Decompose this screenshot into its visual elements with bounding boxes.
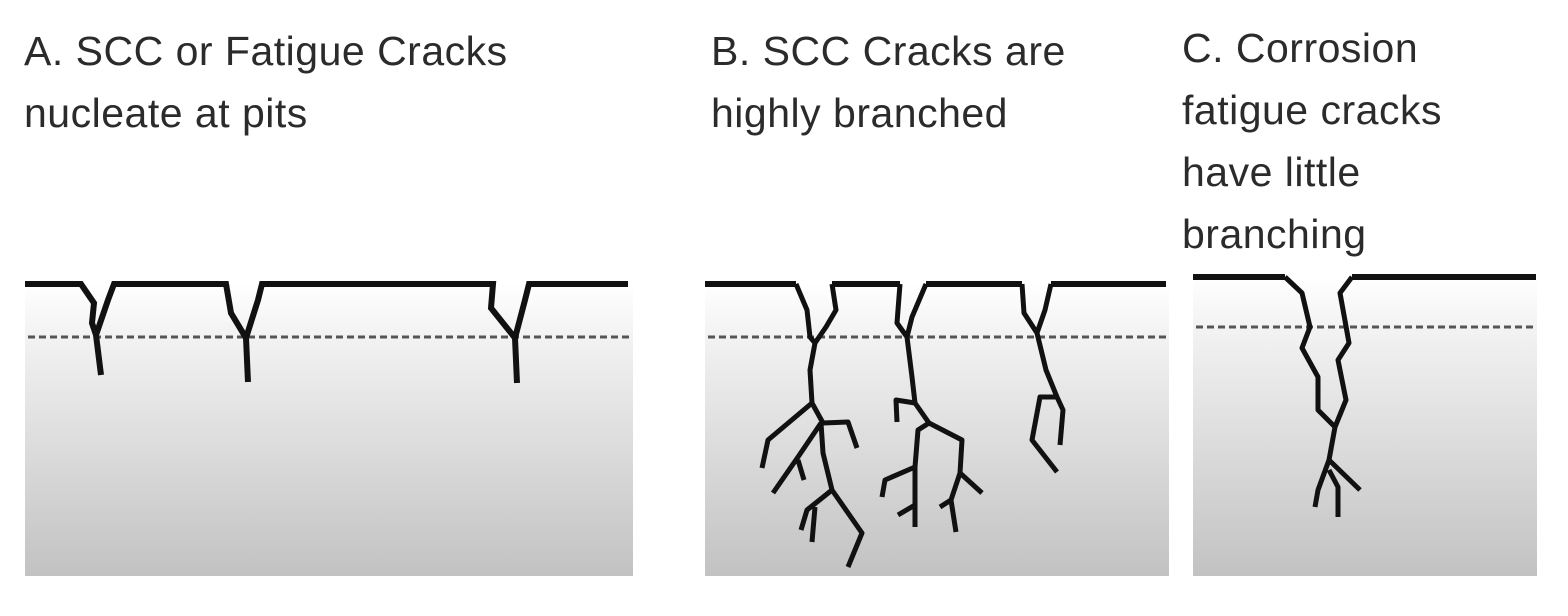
- caption-line: fatigue cracks: [1182, 87, 1442, 133]
- caption-line: C. Corrosion: [1182, 25, 1419, 71]
- branched-crack: [879, 283, 984, 533]
- caption-line: branching: [1182, 211, 1367, 257]
- caption-line: highly branched: [711, 90, 1008, 136]
- fatigue-crack: [1283, 275, 1362, 517]
- caption-line: B. SCC Cracks are: [711, 28, 1066, 74]
- material-block: [25, 284, 633, 576]
- panel-c: [1193, 274, 1537, 576]
- caption-line: A. SCC or Fatigue Cracks: [24, 28, 508, 74]
- panel-b-caption: B. SCC Cracks are highly branched: [711, 20, 1066, 144]
- material-block: [705, 284, 1169, 576]
- material-block: [1193, 277, 1537, 576]
- panel-a: [25, 281, 633, 576]
- panel-b: [705, 281, 1169, 576]
- branched-crack: [759, 283, 865, 568]
- panel-c-caption: C. Corrosion fatigue cracks have little …: [1182, 17, 1442, 265]
- caption-line: have little: [1182, 149, 1361, 195]
- caption-line: nucleate at pits: [24, 90, 308, 136]
- surface-with-pits: [25, 281, 628, 384]
- branched-crack: [1019, 283, 1066, 474]
- panel-a-caption: A. SCC or Fatigue Cracks nucleate at pit…: [24, 20, 508, 144]
